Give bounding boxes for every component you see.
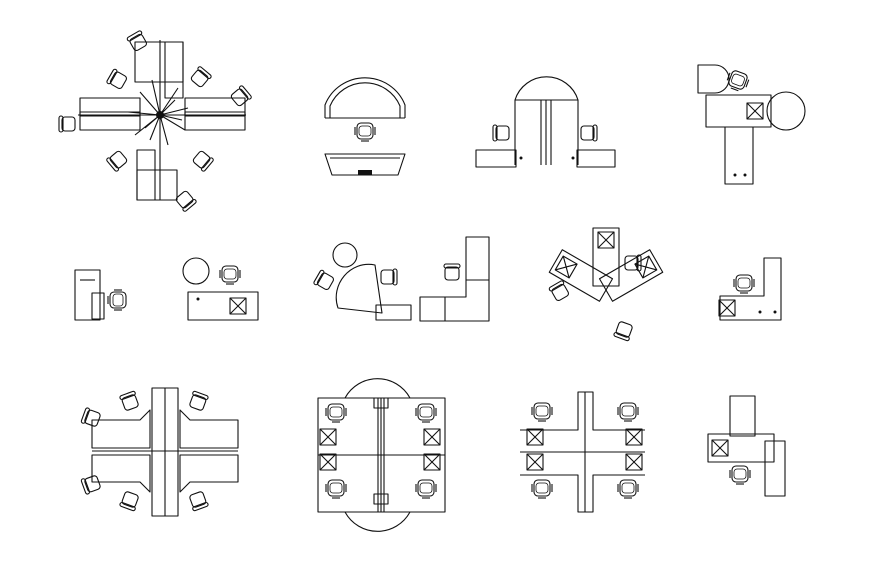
four-desk-pod bbox=[80, 387, 239, 517]
arched-double-desk bbox=[475, 76, 616, 168]
stacked-desk bbox=[707, 395, 786, 497]
l-desk bbox=[718, 257, 782, 321]
curved-reception bbox=[312, 236, 490, 322]
cluster-4-with-plant bbox=[58, 29, 253, 213]
desk-round-table bbox=[182, 257, 259, 321]
curved-enclosed-desk bbox=[324, 77, 406, 176]
triangle-3-pod bbox=[548, 227, 664, 342]
plant-icon bbox=[127, 79, 189, 146]
square-8-workstation bbox=[520, 391, 645, 513]
oval-8-workstation bbox=[317, 378, 446, 532]
small-desk-return bbox=[74, 269, 127, 321]
round-table-desk bbox=[697, 64, 806, 185]
